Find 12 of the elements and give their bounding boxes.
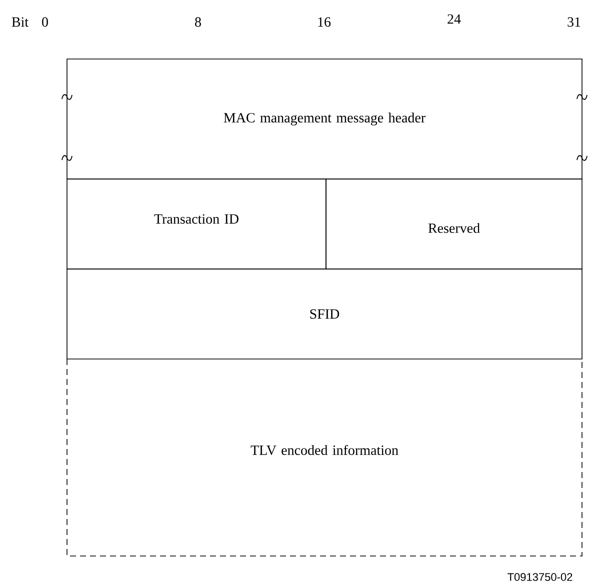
field-box: Reserved [326, 178, 582, 270]
field-box: TLV encoded information [66, 358, 582, 556]
bit-label: 16 [318, 17, 331, 27]
field-box: SFID [66, 268, 582, 360]
figure-id: T0913750-02 [508, 573, 572, 581]
bit-label: Bit [12, 17, 28, 27]
bit-label: 8 [195, 17, 201, 27]
header-box: MAC management message header [66, 58, 582, 180]
bit-label: 0 [42, 17, 48, 27]
bit-label: 24 [448, 14, 461, 24]
field-box: Transaction ID [66, 178, 326, 270]
bit-label: 31 [568, 17, 580, 27]
